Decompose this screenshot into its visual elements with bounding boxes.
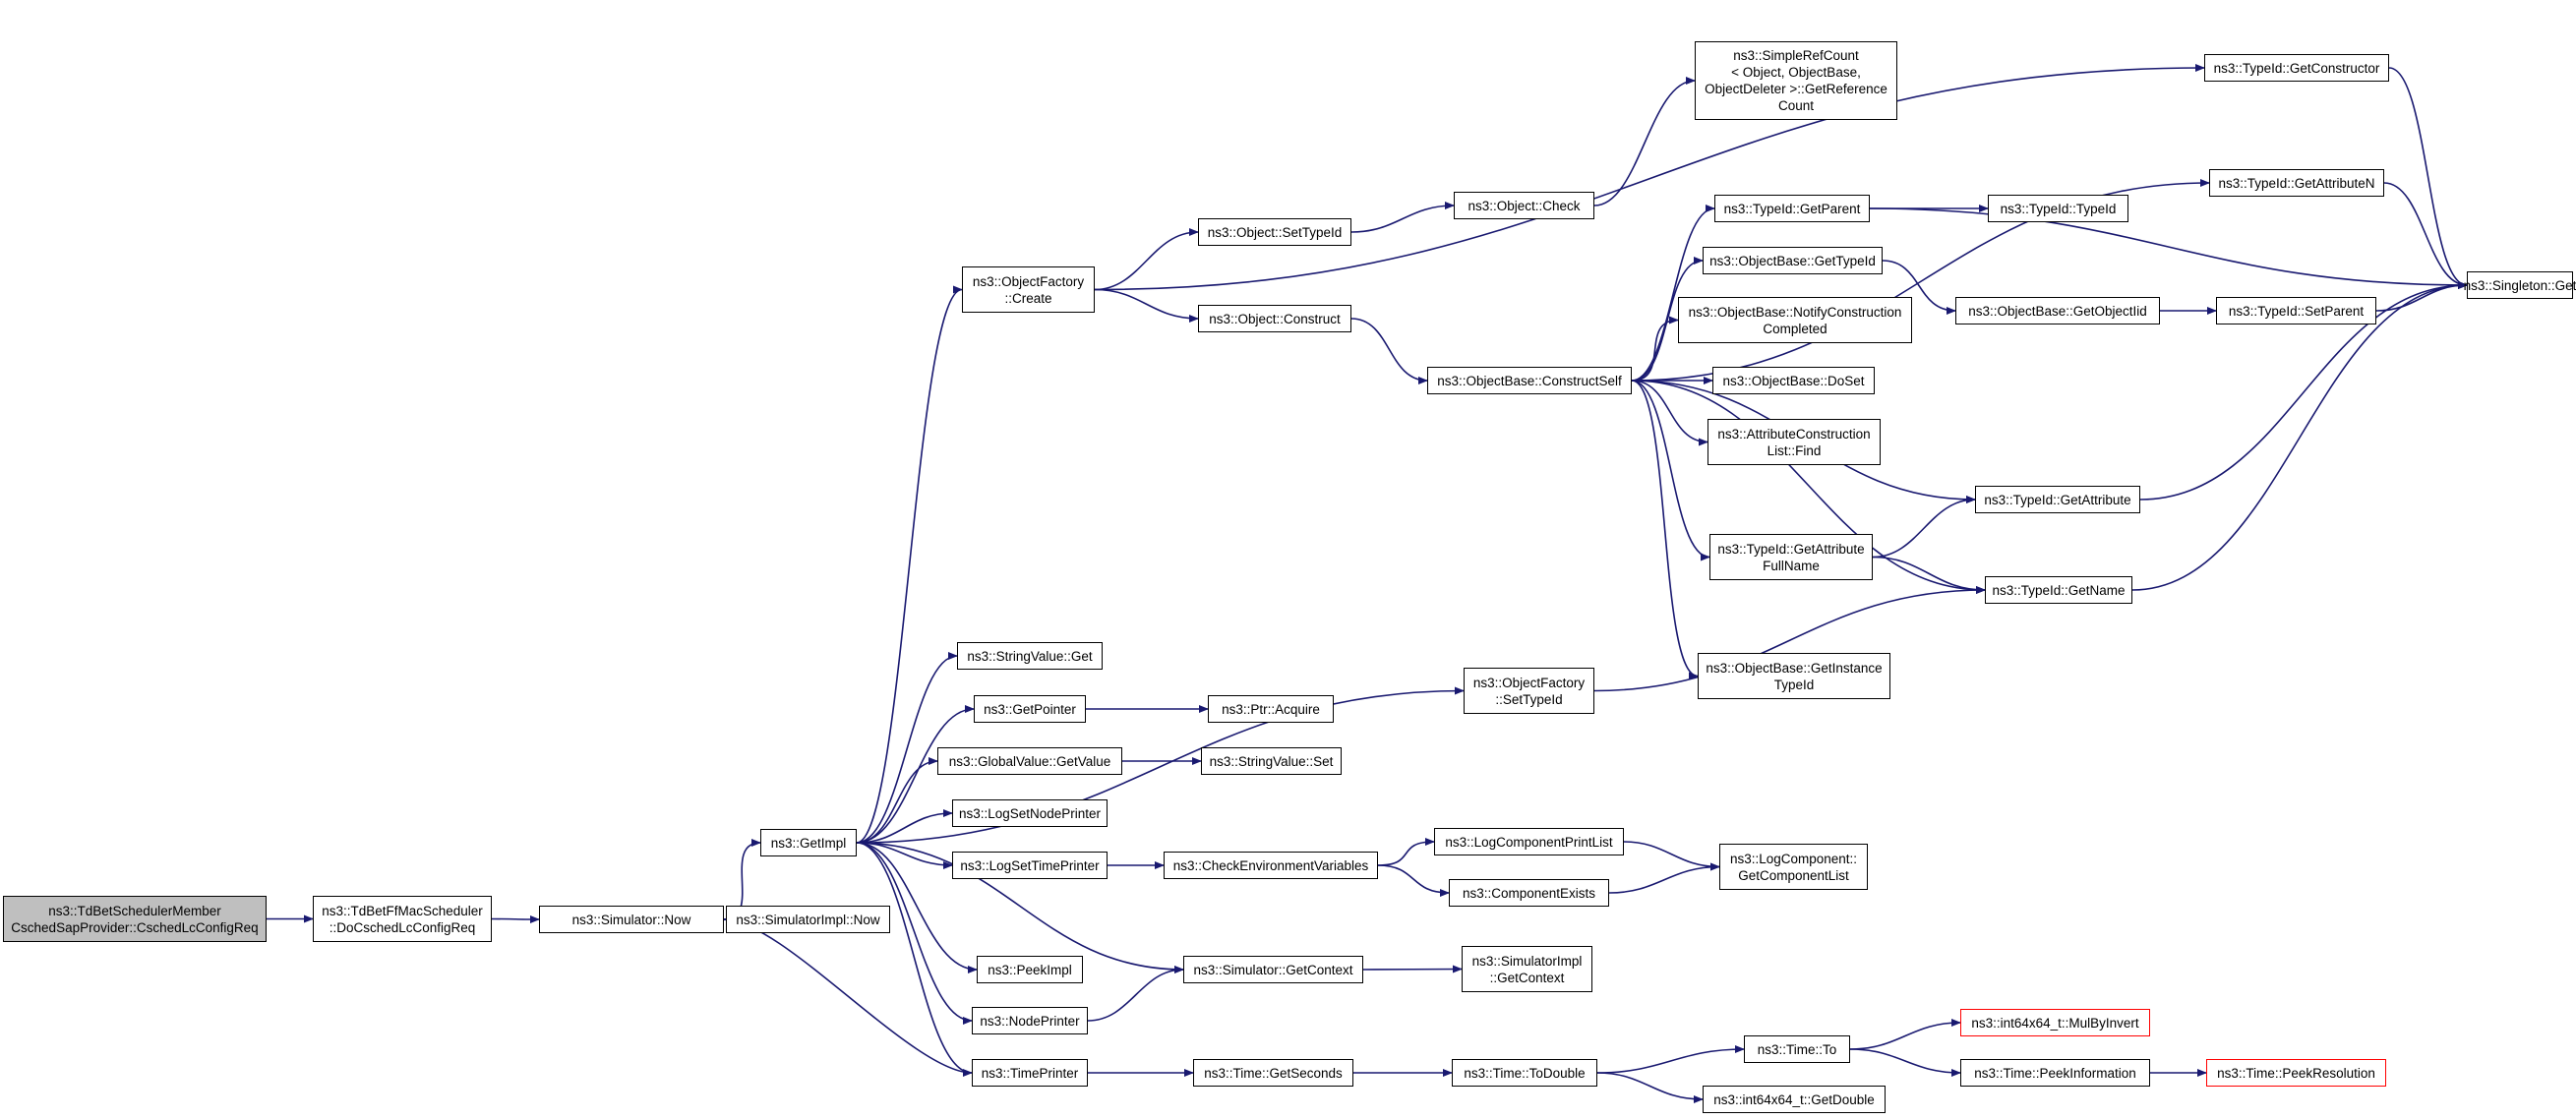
edge-n3-n13 xyxy=(856,842,973,1077)
edge-n37-n47 xyxy=(1849,1048,1961,1077)
node-time-to[interactable]: ns3::Time::To xyxy=(1744,1035,1850,1063)
node-ptr-acquire[interactable]: ns3::Ptr::Acquire xyxy=(1208,695,1334,723)
node-globalvalue-getvalue[interactable]: ns3::GlobalValue::GetValue xyxy=(937,747,1122,775)
edge-n40-n48 xyxy=(2383,182,2468,289)
node-simplerefcount-getreferencecount[interactable]: ns3::SimpleRefCount < Object, ObjectBase… xyxy=(1695,41,1897,120)
node-logcomponent-getcomponentlist[interactable]: ns3::LogComponent:: GetComponentList xyxy=(1719,844,1868,890)
edge-n39-n48 xyxy=(2388,67,2468,289)
node-simulator-getcontext[interactable]: ns3::Simulator::GetContext xyxy=(1183,956,1363,983)
node-objectbase-getinstancetypeid[interactable]: ns3::ObjectBase::GetInstance TypeId xyxy=(1698,653,1890,699)
node-objectbase-gettypeid[interactable]: ns3::ObjectBase::GetTypeId xyxy=(1703,247,1883,274)
node-typeid-getname[interactable]: ns3::TypeId::GetName xyxy=(1985,576,2132,604)
edge-n25-n36 xyxy=(1608,862,1720,894)
node-docschedlcconfigreq[interactable]: ns3::TdBetFfMacScheduler ::DoCschedLcCon… xyxy=(313,896,492,942)
node-object-settypeid[interactable]: ns3::Object::SetTypeId xyxy=(1198,218,1351,246)
edge-n22-n33 xyxy=(1631,380,1708,446)
edge-n3-n8 xyxy=(856,757,938,844)
edge-n30-n42 xyxy=(1882,260,1956,315)
node-checkenvironmentvariables[interactable]: ns3::CheckEnvironmentVariables xyxy=(1164,852,1378,879)
edge-n34-n44 xyxy=(1872,496,1976,559)
node-objectbase-constructself[interactable]: ns3::ObjectBase::ConstructSelf xyxy=(1427,367,1632,394)
edge-n45-n48 xyxy=(2131,281,2468,591)
edge-n19-n26 xyxy=(1362,965,1463,973)
node-objectbase-doset[interactable]: ns3::ObjectBase::DoSet xyxy=(1712,367,1875,394)
node-attributeconstructionlist-find[interactable]: ns3::AttributeConstruction List::Find xyxy=(1707,419,1881,465)
node-singleton-get[interactable]: ns3::Singleton::Get xyxy=(2464,271,2576,299)
node-object-check[interactable]: ns3::Object::Check xyxy=(1454,192,1594,219)
node-time-getseconds[interactable]: ns3::Time::GetSeconds xyxy=(1193,1059,1353,1087)
edge-n22-n31 xyxy=(1631,316,1679,382)
edge-n43-n48 xyxy=(2375,281,2468,312)
edge-n15-n22 xyxy=(1350,318,1428,384)
node-objectfactory-create[interactable]: ns3::ObjectFactory ::Create xyxy=(962,266,1095,313)
node-logsetnodeprinter[interactable]: ns3::LogSetNodePrinter xyxy=(952,799,1108,827)
edge-n14-n21 xyxy=(1350,202,1455,233)
node-simulatorimpl-getcontext[interactable]: ns3::SimulatorImpl ::GetContext xyxy=(1462,946,1592,992)
edge-n5-n14 xyxy=(1094,228,1199,291)
edge-n22-n29 xyxy=(1631,205,1715,382)
node-int64x64-mulbyinvert[interactable]: ns3::int64x64_t::MulByInvert xyxy=(1960,1009,2150,1036)
edge-n12-n19 xyxy=(1087,966,1184,1022)
edge-n3-n7 xyxy=(856,705,975,844)
node-time-peekresolution[interactable]: ns3::Time::PeekResolution xyxy=(2206,1059,2386,1087)
node-typeid-getconstructor[interactable]: ns3::TypeId::GetConstructor xyxy=(2204,54,2389,82)
node-logcomponentprintlist[interactable]: ns3::LogComponentPrintList xyxy=(1434,828,1624,855)
edge-n3-n11 xyxy=(856,842,978,973)
node-objectbase-notifyconstructioncompleted[interactable]: ns3::ObjectBase::NotifyConstruction Comp… xyxy=(1678,297,1912,343)
edge-n1-n2 xyxy=(491,914,540,923)
edge-n37-n46 xyxy=(1849,1019,1961,1050)
node-componentexists[interactable]: ns3::ComponentExists xyxy=(1449,879,1609,907)
node-typeid-getattributefullname[interactable]: ns3::TypeId::GetAttribute FullName xyxy=(1709,534,1873,580)
edge-n22-n45 xyxy=(1631,380,1986,594)
edge-n3-n9 xyxy=(856,809,953,844)
edge-n3-n5 xyxy=(856,285,963,844)
edge-n22-n35 xyxy=(1631,380,1699,680)
node-typeid-setparent[interactable]: ns3::TypeId::SetParent xyxy=(2216,297,2376,324)
edge-n22-n34 xyxy=(1631,380,1710,561)
node-time-peekinformation[interactable]: ns3::Time::PeekInformation xyxy=(1960,1059,2150,1087)
edge-n18-n25 xyxy=(1377,864,1450,897)
node-logsettimeprinter[interactable]: ns3::LogSetTimePrinter xyxy=(952,852,1108,879)
edge-n3-n19 xyxy=(856,842,1184,973)
edge-n5-n39 xyxy=(1094,64,2205,291)
node-peekimpl[interactable]: ns3::PeekImpl xyxy=(977,956,1083,983)
edge-n27-n38 xyxy=(1596,1072,1704,1103)
node-stringvalue-set[interactable]: ns3::StringValue::Set xyxy=(1201,747,1342,775)
node-simulator-now[interactable]: ns3::Simulator::Now xyxy=(539,906,724,933)
edge-n34-n45 xyxy=(1872,556,1986,594)
edge-n5-n15 xyxy=(1094,288,1199,323)
node-simulatorimpl-now[interactable]: ns3::SimulatorImpl::Now xyxy=(726,906,890,933)
edge-n22-n30 xyxy=(1631,257,1704,382)
node-int64x64-getdouble[interactable]: ns3::int64x64_t::GetDouble xyxy=(1703,1086,1886,1113)
node-time-todouble[interactable]: ns3::Time::ToDouble xyxy=(1452,1059,1597,1087)
edge-n3-n23 xyxy=(856,686,1465,844)
node-getpointer[interactable]: ns3::GetPointer xyxy=(974,695,1086,723)
node-tdbet-cschedlcconfigreq[interactable]: ns3::TdBetSchedulerMember CschedSapProvi… xyxy=(3,896,267,942)
node-typeid-getparent[interactable]: ns3::TypeId::GetParent xyxy=(1714,195,1870,222)
edge-n23-n45 xyxy=(1593,586,1986,692)
edge-n18-n24 xyxy=(1377,838,1435,866)
node-timeprinter[interactable]: ns3::TimePrinter xyxy=(972,1059,1088,1087)
edge-n13-n2 xyxy=(723,915,973,1074)
node-objectfactory-settypeid[interactable]: ns3::ObjectFactory ::SetTypeId xyxy=(1464,668,1594,714)
node-objectbase-getobjectiid[interactable]: ns3::ObjectBase::GetObjectIid xyxy=(1955,297,2160,324)
edge-n3-n12 xyxy=(856,842,973,1025)
node-typeid-typeid[interactable]: ns3::TypeId::TypeId xyxy=(1988,195,2128,222)
node-object-construct[interactable]: ns3::Object::Construct xyxy=(1198,305,1351,332)
node-typeid-getattributen[interactable]: ns3::TypeId::GetAttributeN xyxy=(2209,169,2384,197)
edge-n24-n36 xyxy=(1623,841,1720,871)
edge-n29-n48 xyxy=(1869,207,2468,289)
node-nodeprinter[interactable]: ns3::NodePrinter xyxy=(972,1007,1088,1034)
node-stringvalue-get[interactable]: ns3::StringValue::Get xyxy=(957,642,1103,670)
node-typeid-getattribute[interactable]: ns3::TypeId::GetAttribute xyxy=(1975,486,2140,513)
node-getimpl[interactable]: ns3::GetImpl xyxy=(760,829,857,856)
edge-n27-n37 xyxy=(1596,1045,1745,1074)
edge-n3-n6 xyxy=(856,652,958,844)
edge-n21-n28 xyxy=(1593,77,1696,206)
edge-n44-n48 xyxy=(2139,281,2468,501)
